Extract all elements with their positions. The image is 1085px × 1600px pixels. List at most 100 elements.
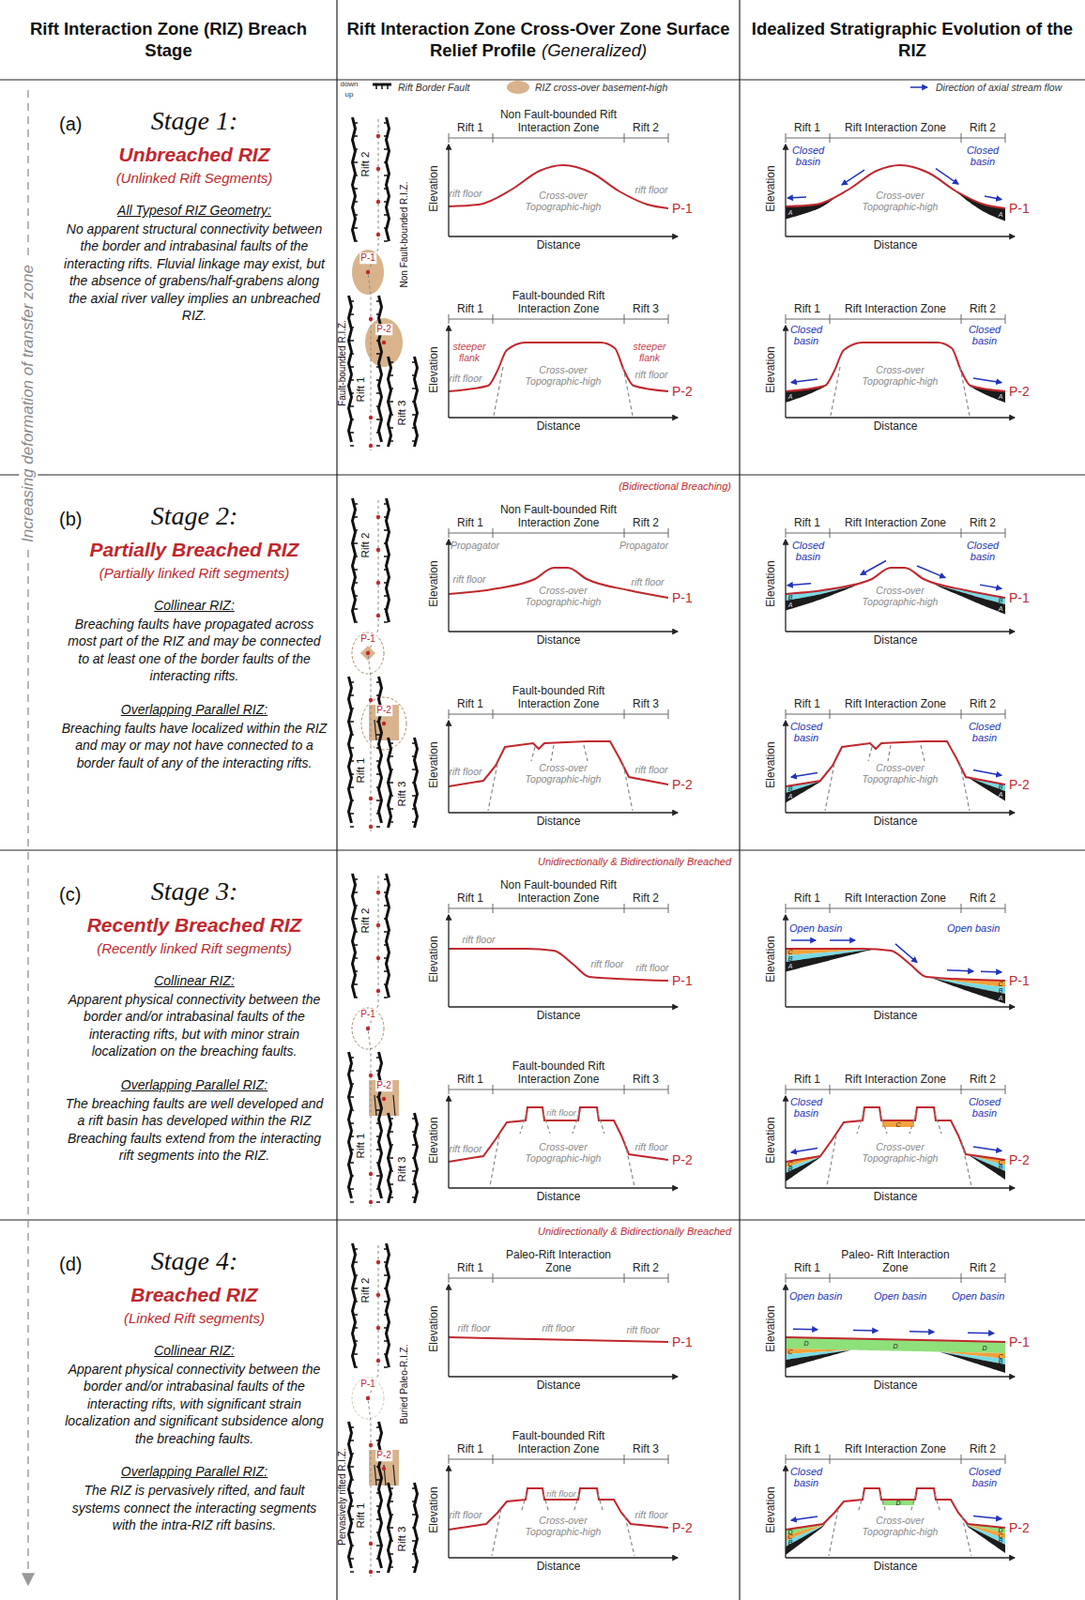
map-label: Rift 1 xyxy=(354,1133,367,1160)
fault-tick xyxy=(412,808,416,810)
axis-label: Distance xyxy=(536,239,581,253)
crossover-outline xyxy=(361,697,407,750)
profile-label: B xyxy=(998,783,1004,791)
zone-tick xyxy=(785,1273,787,1284)
zone-label: Rift 1 xyxy=(794,517,821,531)
fault-tick xyxy=(376,1571,381,1574)
fault-tick xyxy=(376,1135,381,1138)
flow-arrow xyxy=(909,1330,934,1333)
profile-label: rift floor xyxy=(448,765,482,778)
fault-tick xyxy=(353,555,358,558)
fault-tick xyxy=(350,1544,354,1547)
profile-label: B xyxy=(998,986,1004,994)
fault-tick xyxy=(412,1196,416,1199)
header-label: Idealized Stratigraphic Evolution of the… xyxy=(751,18,1073,60)
fault-line xyxy=(856,1113,864,1134)
profile-label: rift floor xyxy=(634,183,668,196)
fault-tick xyxy=(353,931,358,933)
axis-label: Elevation xyxy=(764,935,779,982)
zone-extent xyxy=(448,1278,669,1280)
fault-tick xyxy=(353,983,358,986)
fault-tick xyxy=(376,418,381,421)
zone-label: Rift 2 xyxy=(969,517,996,531)
map-label: Rift 2 xyxy=(359,152,372,178)
zone-extent xyxy=(785,1459,1006,1461)
fault-tick xyxy=(353,240,358,243)
strat-profile: Rift 1Rift Interaction ZoneRift 2Elevati… xyxy=(759,276,1041,437)
strata-layer xyxy=(930,581,1006,615)
fault-tick xyxy=(350,379,354,382)
geometry-text: Apparent physical connectivity between t… xyxy=(61,1360,328,1448)
fault-tick xyxy=(376,1518,381,1521)
profile-label: D xyxy=(803,1340,809,1347)
profile-label: B xyxy=(998,1536,1004,1544)
fault-line xyxy=(934,1113,942,1134)
zone-tick xyxy=(829,1454,831,1465)
header-text: Rift Interaction Zone (RIZ) Breach Stage xyxy=(0,18,337,61)
fault-line xyxy=(623,366,633,416)
fault-line xyxy=(910,1494,917,1513)
axis-label: Elevation xyxy=(764,165,779,212)
fault-tick xyxy=(353,516,358,519)
zone-extent xyxy=(448,1089,669,1091)
stage-cell: (b)Stage 2:Partially Breached RIZ(Partia… xyxy=(51,474,337,851)
profile-plot xyxy=(759,276,1041,437)
fault-tick xyxy=(350,747,354,749)
fault-tick xyxy=(350,694,354,697)
fault-tick xyxy=(383,516,388,519)
profile-label: Cross-over Topographic-high xyxy=(519,1514,607,1538)
map-label: Fault-bounded R.I.Z. xyxy=(336,320,349,407)
fault-line xyxy=(550,745,554,762)
fault-tick xyxy=(412,1117,416,1120)
strat-profile: Rift 1Rift Interaction ZoneRift 2Elevati… xyxy=(759,672,1041,832)
x-axis xyxy=(448,1375,678,1377)
map-label: Rift 3 xyxy=(396,781,409,808)
profile-label: A xyxy=(788,208,794,215)
fault-tick xyxy=(376,300,381,303)
fault-tick xyxy=(350,1122,354,1125)
fault-tick xyxy=(383,135,388,138)
fault-tick xyxy=(376,431,381,434)
fault-tick xyxy=(350,1505,354,1508)
stage-subtitle: (Partially linked Rift segments) xyxy=(99,565,291,581)
fault-tick xyxy=(376,760,381,763)
table-rule xyxy=(0,1219,1085,1221)
geometry-text: The breaching faults are well developed … xyxy=(61,1095,328,1165)
fault-tick xyxy=(376,1096,381,1099)
profile-label: A xyxy=(788,392,794,399)
map-label: Unidirectionally & Bidirectionally Breac… xyxy=(537,855,732,869)
fault-tick xyxy=(350,326,354,329)
fault-tick xyxy=(389,1500,394,1503)
zone-tick xyxy=(448,314,450,324)
axis-label: Distance xyxy=(873,1009,918,1024)
fault-tick xyxy=(412,1566,416,1569)
axis-label: Elevation xyxy=(427,741,442,788)
flow-arrow xyxy=(967,1331,994,1334)
profile-label: P-1 xyxy=(1008,590,1030,606)
map-label: Rift 3 xyxy=(396,400,409,427)
profile-label: A xyxy=(998,392,1004,399)
zone-tick xyxy=(961,903,963,914)
flow-arrow xyxy=(787,583,811,586)
strat-profile: Rift 1Rift Interaction ZoneRift 2Elevati… xyxy=(759,490,1041,651)
zone-tick xyxy=(624,1085,626,1095)
flow-arrow xyxy=(793,1328,818,1330)
fault-tick xyxy=(389,1553,394,1556)
stage-cell: (d)Stage 4:Breached RIZ(Linked Rift segm… xyxy=(51,1220,337,1600)
fault-tick xyxy=(376,786,381,789)
fault-tick xyxy=(353,187,358,190)
geometry-heading: Collinear RIZ: xyxy=(153,597,235,613)
profile-label: rift floor xyxy=(546,1108,577,1119)
fault-tick xyxy=(389,742,394,745)
fault-tick xyxy=(350,773,354,776)
profile-dot xyxy=(376,548,381,552)
profile-label: rift floor xyxy=(626,1324,659,1336)
flow-arrow xyxy=(973,1146,1002,1151)
profile-label: Closed basin xyxy=(788,539,828,563)
fault-tick xyxy=(389,1183,394,1186)
flow-arrow xyxy=(791,939,816,942)
fault-tick xyxy=(350,431,354,434)
legend-item: Direction of axial stream flow xyxy=(908,80,1062,94)
zone-extent xyxy=(448,319,669,321)
zone-label: Rift Interaction Zone xyxy=(832,303,960,317)
